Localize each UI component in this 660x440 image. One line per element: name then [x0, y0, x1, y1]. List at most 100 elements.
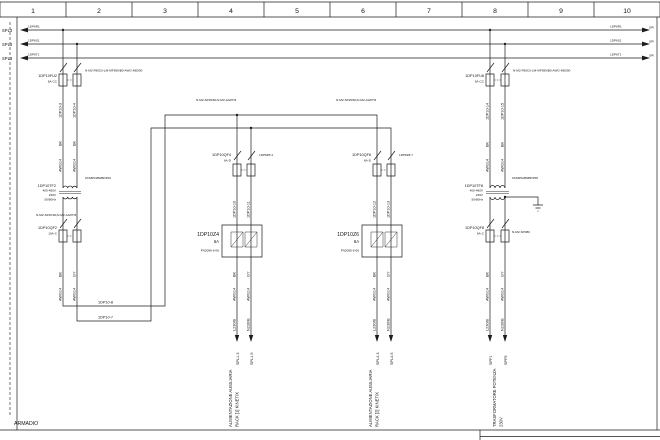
ruler-number: 2 [97, 8, 101, 15]
ruler-number: 10 [623, 8, 631, 15]
wire-color-label: BK [486, 271, 490, 277]
wire-gauge-label: AWG14 [233, 288, 237, 301]
transformer-secondary-voltage: 230V [49, 193, 57, 197]
mechanical-link [67, 79, 501, 237]
wire-gauge-label: AWG14 [73, 288, 77, 301]
ruler-number: 9 [559, 8, 563, 15]
transformer-primary-voltage: 400-480V [470, 189, 484, 193]
fuse-rating: 5A-CC [475, 80, 485, 84]
filter-z6-labels: N-M2-SPZD60,N-M2-AGPH3 1DP10QF6 6A-D 1DP… [336, 98, 413, 427]
tf8-secondary-coil [489, 196, 506, 200]
fuse-tag: 1DP10FU8 [465, 74, 484, 78]
bus-dest-ref: SPI [649, 26, 654, 30]
transformer-frequency: 50/60Hz [471, 198, 483, 202]
wire-color-label: BK [373, 271, 377, 277]
wire-name-label: L230/B [233, 318, 237, 331]
terminal-label: SPL1.5 [250, 353, 254, 365]
right-branch-labels: 1DP10FU8 5A-CC N-M2-F80C0-LM-MF599/B0-AW… [465, 69, 571, 428]
wire-gauge-label: AWG14 [247, 288, 251, 301]
left-branch-wires [62, 30, 392, 335]
switch-rating: 6A-D [364, 159, 372, 163]
line-filters [221, 224, 403, 258]
junction-dot [488, 28, 492, 32]
function-text: ALIMENTAZIONE AUSILIARIA [228, 369, 233, 427]
cabinet-label: ARMADIO [14, 421, 38, 427]
cable-note: N-M2-SPZD60,N-M2-AGPH3 [196, 98, 237, 102]
wire-gauge-label: AWG14 [486, 159, 490, 172]
transformer-secondary-voltage: 230V [476, 193, 484, 197]
power-bus-lines: SPL3 SPL3 SPL3 1DP6R1 1DP6S1 1DP6T1 1DP6… [2, 25, 654, 62]
transformer-note: 0CM052/B0BPZ58 [512, 176, 538, 180]
wire-number-label: 1DP10-4 [73, 103, 77, 118]
cable-note: N-M2-SPZC90,N-M2-AGPH3 [36, 213, 77, 217]
tf2-primary-coil [62, 185, 78, 189]
filter-rating: 6A [214, 239, 219, 244]
bus-wire-name: 1DP6R1 [28, 25, 40, 29]
cable-note: N-M2-SPZD60,N-M2-AGPH3 [336, 98, 377, 102]
wire-gauge-label: AWG14 [73, 159, 77, 172]
transformer-tag: 1DP10TF8 [465, 184, 483, 188]
filter-rating: 6A [354, 239, 359, 244]
terminal-arrow-icon [234, 335, 508, 342]
terminal-label: SPF1 [489, 356, 493, 366]
protection-devices [58, 62, 510, 243]
filter-inner-element [230, 231, 398, 248]
transformer-tag: 1DP10TF2 [38, 184, 56, 188]
bus-dest-ref: SPI [649, 40, 654, 44]
filter-part-number: FN2090-6-06 [341, 249, 360, 253]
fuse-tag: 1DP10FU2 [38, 74, 57, 78]
transformer-primary-voltage: 400-480V [43, 189, 57, 193]
wire-gauge-label: AWG14 [501, 288, 505, 301]
filter-part-number: FN2090-6-06 [201, 249, 220, 253]
ruler-number: 6 [361, 8, 365, 15]
transformer-note: 0CM054/B0BPZ09 [85, 176, 111, 180]
breaker-rating: 10A-C [48, 232, 58, 236]
tf8-core [486, 191, 509, 194]
terminal-label: SPL4.3 [376, 353, 380, 365]
ruler-number: 7 [427, 8, 431, 15]
terminal-label: SPL1.3 [236, 353, 240, 365]
junction-dot [75, 42, 79, 46]
wire-color-label: GY [73, 271, 77, 277]
ruler-number: 3 [163, 8, 167, 15]
switch-rating: 6A-D [224, 159, 232, 163]
wire-number-label: 1DP10-15 [501, 103, 505, 120]
tf2-core [59, 191, 81, 194]
wire-name-label: N230/B [501, 318, 505, 331]
wire-name-label: L230/B [373, 318, 377, 331]
ruler-number: 4 [229, 8, 233, 15]
bus-wire-name: 1DP6T1 [28, 53, 40, 57]
wire-number-label: 1DP10-8 [98, 301, 113, 305]
junction-dot [235, 113, 239, 117]
fuse-rating: 6A-CC [48, 80, 58, 84]
wire-number-label: 1DP10-10 [233, 201, 237, 218]
ruler-number: 8 [493, 8, 497, 15]
filter-box [221, 224, 403, 258]
wire-gauge-label: AWG14 [387, 288, 391, 301]
fuse-body-icon [58, 73, 510, 243]
ruler-number: 5 [295, 8, 299, 15]
cable-note: N-M2-F80C0-LM-MF599/B0-AWG-M0590 [85, 69, 143, 73]
switch-blade-icon [59, 62, 510, 229]
wire-number-label: 1DP10-7 [98, 316, 113, 320]
tf8-primary-coil [489, 185, 506, 189]
function-text: RACK [2] KINETIX [375, 392, 380, 427]
wire-number-label: 1DP10-13 [387, 201, 391, 218]
ruler-number: 1 [31, 8, 35, 15]
wire-color-label: GY [247, 271, 251, 277]
switch-ref: 1DP8Z8.4 [259, 153, 273, 157]
cable-note: N-M2-F80C0-LM-MF599/B0-AWG-M0590 [513, 69, 571, 73]
filter-z4-labels: N-M2-SPZD60,N-M2-AGPH3 1DP10QF4 6A-D 1DP… [196, 98, 273, 427]
wire-color-label: BK [501, 141, 505, 147]
wire-number-label: 1DP10-12 [373, 201, 377, 218]
left-branch-labels: 1DP10FU2 6A-CC N-M2-F80C0-LM-MF599/B0-AW… [36, 69, 143, 320]
wiring [61, 28, 543, 342]
wire-gauge-label: AWG14 [59, 159, 63, 172]
bus-source-ref: SPL3 [2, 28, 13, 33]
bus-dest-ref: SPI [649, 54, 654, 58]
function-text: TRASFORMATORE POTENZA [492, 368, 497, 427]
ground-icon [533, 204, 543, 212]
wire-color-label: BK [233, 271, 237, 277]
